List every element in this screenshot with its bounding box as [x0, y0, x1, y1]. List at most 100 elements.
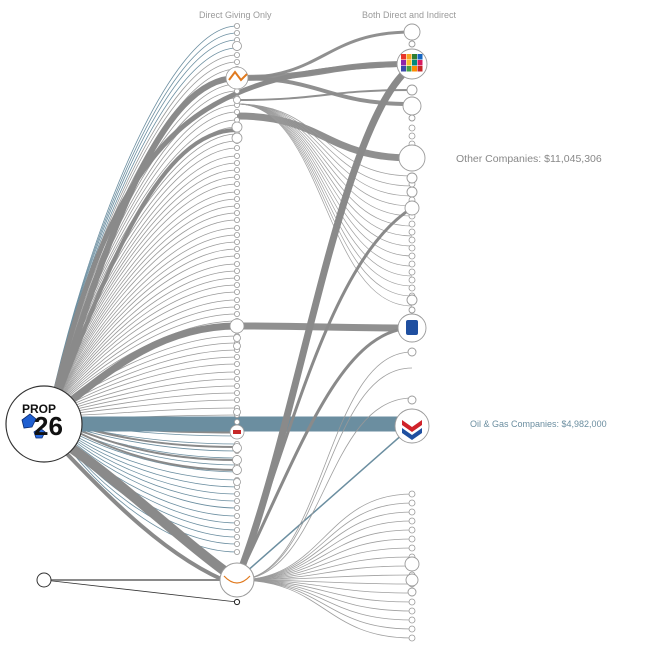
- both-node: [408, 625, 416, 633]
- direct-company-node: [232, 443, 242, 453]
- hub-node: [219, 562, 255, 598]
- edge-fan-top: [236, 103, 413, 237]
- direct-node: [233, 29, 240, 36]
- direct-node: [233, 490, 240, 497]
- direct-node: [233, 224, 240, 231]
- direct-node: [233, 274, 240, 281]
- edge-fan-top: [236, 103, 413, 227]
- direct-company-node: [232, 41, 242, 51]
- direct-node: [233, 216, 240, 223]
- both-company-node: [408, 40, 416, 48]
- both-node: [408, 228, 416, 236]
- direct-node: [233, 159, 240, 166]
- edge-hub-fan: [236, 574, 413, 581]
- edge-hub-mid: [236, 397, 413, 581]
- direct-node: [233, 209, 240, 216]
- edge-layer: [43, 25, 415, 639]
- prop-26-logo[interactable]: PROP 26: [22, 403, 72, 439]
- header-direct-giving-only: Direct Giving Only: [199, 10, 272, 20]
- grid-logo-cell: [401, 54, 406, 60]
- edge-direct-both: [236, 112, 413, 162]
- direct-node: [233, 360, 240, 367]
- both-node: [408, 607, 416, 615]
- edge-fan-top: [236, 103, 413, 257]
- both-company-node: [403, 23, 421, 41]
- both-company-node: [406, 186, 418, 198]
- edge-prop-direct: [47, 248, 238, 417]
- edge-hub-oil-gas: [236, 425, 413, 581]
- both-node: [408, 132, 416, 140]
- prop-badge-blue: [21, 413, 37, 429]
- direct-node: [233, 375, 240, 382]
- direct-node: [233, 513, 240, 520]
- chevron-logo-blue: [402, 428, 422, 440]
- edge-hub-mid: [236, 351, 413, 581]
- other-companies-label[interactable]: Other Companies: $11,045,306: [456, 153, 602, 165]
- grid-logo-cell: [406, 66, 412, 72]
- both-node: [408, 490, 416, 498]
- direct-node: [233, 541, 240, 548]
- direct-node: [233, 520, 240, 527]
- prop-26-node: [5, 385, 83, 463]
- direct-node: [233, 310, 240, 317]
- direct-node: [233, 52, 240, 59]
- both-company-node: [402, 96, 422, 116]
- edge-fan-top: [236, 103, 413, 207]
- both-company-node: [394, 408, 430, 444]
- edge-hub-fan: [236, 538, 413, 581]
- both-company-node: [398, 144, 426, 172]
- grid-logo-cell: [406, 54, 412, 60]
- edge-hub-fan: [236, 579, 413, 603]
- edge-fan-top: [236, 103, 413, 307]
- both-node: [408, 220, 416, 228]
- both-node: [408, 616, 416, 624]
- both-node: [408, 544, 416, 552]
- both-node: [408, 499, 416, 507]
- direct-node: [233, 202, 240, 209]
- direct-node: [233, 534, 240, 541]
- grid-logo-cell: [406, 60, 412, 66]
- oil-gas-companies-label[interactable]: Oil & Gas Companies: $4,982,000: [470, 419, 607, 429]
- edge-hub-fan: [236, 556, 413, 581]
- direct-node: [233, 252, 240, 259]
- direct-node: [233, 238, 240, 245]
- direct-node: [233, 396, 240, 403]
- both-node: [408, 284, 416, 292]
- direct-node: [233, 109, 240, 116]
- direct-company-node: [231, 132, 243, 144]
- both-company-node: [408, 114, 416, 122]
- both-node: [408, 252, 416, 260]
- both-node: [408, 236, 416, 244]
- direct-company-node: [232, 465, 242, 475]
- both-node: [408, 260, 416, 268]
- company-logo-red: [233, 430, 241, 434]
- edge-hub-fan: [236, 579, 413, 639]
- edge-hub-fan: [236, 547, 413, 581]
- direct-node: [233, 166, 240, 173]
- both-company-node: [407, 587, 417, 597]
- edge-prop-direct: [47, 83, 238, 417]
- direct-company-node: [229, 318, 245, 334]
- edge-prop-direct: [47, 111, 238, 417]
- direct-node: [233, 598, 241, 606]
- edge-prop-hub: [50, 436, 234, 586]
- direct-node: [233, 368, 240, 375]
- both-company-node: [406, 84, 418, 96]
- edge-fan-top: [236, 103, 413, 217]
- direct-node: [233, 389, 240, 396]
- edge-small-direct: [43, 579, 238, 603]
- edge-direct-both: [236, 89, 413, 101]
- both-node: [408, 598, 416, 606]
- grid-logo-cell: [401, 60, 406, 66]
- direct-node: [233, 504, 240, 511]
- both-node: [408, 124, 416, 132]
- both-node: [408, 526, 416, 534]
- grid-logo-cell: [412, 54, 417, 60]
- edge-fan-top: [236, 103, 413, 197]
- edge-hub-both: [235, 206, 413, 581]
- edge-hub-fan: [236, 493, 413, 581]
- direct-node: [233, 549, 240, 556]
- edge-hub-fan: [236, 520, 413, 581]
- direct-node: [233, 267, 240, 274]
